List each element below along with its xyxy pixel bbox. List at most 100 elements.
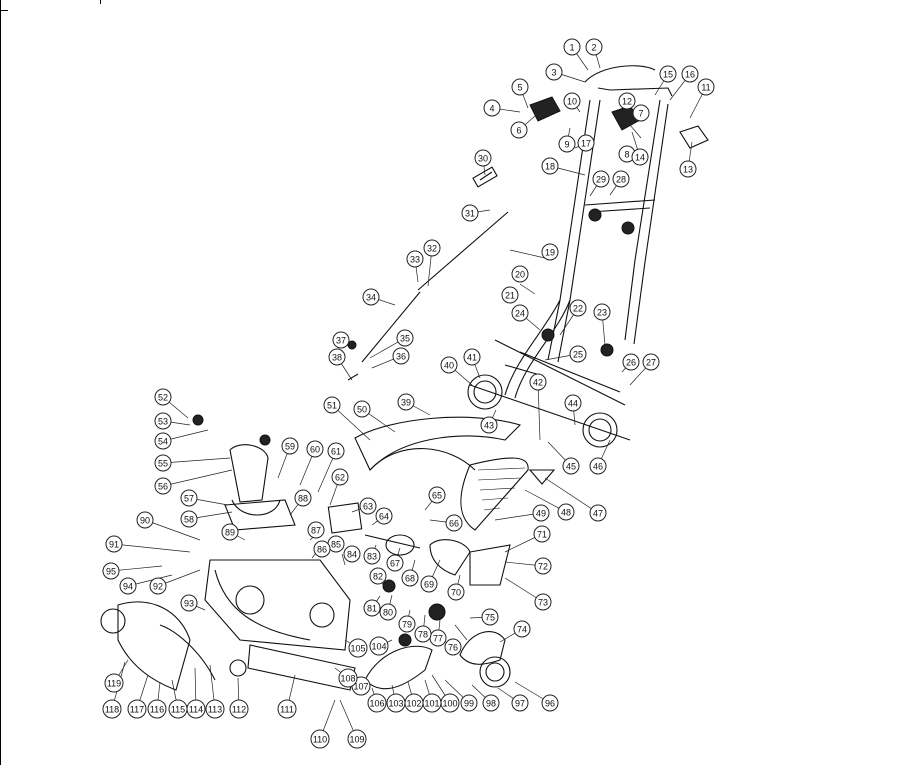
- callout-number: 98: [486, 699, 496, 709]
- callout-number: 89: [225, 528, 235, 538]
- callout-number: 25: [573, 350, 583, 360]
- callout-86: 86: [313, 540, 331, 558]
- callout-number: 93: [184, 599, 194, 609]
- callout-number: 97: [515, 699, 525, 709]
- callout-number: 66: [449, 519, 459, 529]
- callout-circle: [558, 135, 576, 153]
- callout-number: 67: [390, 559, 400, 569]
- callout-circle: [681, 65, 699, 83]
- callout-number: 111: [280, 705, 294, 715]
- callout-109: 109: [347, 729, 367, 749]
- callout-number: 8: [624, 150, 629, 160]
- callout-104: 104: [369, 636, 389, 656]
- callout-number: 84: [347, 550, 357, 560]
- callout-number: 78: [418, 630, 428, 640]
- callout-32: 32: [423, 239, 441, 257]
- main-housing: [354, 416, 556, 531]
- control-rods: [347, 166, 509, 381]
- callout-circle: [379, 603, 397, 621]
- callout-105: 105: [348, 638, 368, 658]
- callout-number: 83: [367, 552, 377, 562]
- callout-circle: [642, 353, 660, 371]
- callout-number: 64: [379, 512, 389, 522]
- callout-number: 11: [701, 83, 710, 93]
- callout-circle: [659, 65, 677, 83]
- callout-circle: [632, 104, 650, 122]
- callout-87: 87: [307, 521, 325, 539]
- callout-number: 75: [485, 613, 495, 623]
- callout-number: 33: [410, 255, 420, 265]
- callout-91: 91: [105, 535, 123, 553]
- callout-50: 50: [353, 400, 371, 418]
- callout-circle: [532, 504, 550, 522]
- callout-72: 72: [534, 557, 552, 575]
- callout-59: 59: [281, 437, 299, 455]
- callout-112: 112: [229, 699, 249, 719]
- callout-number: 105: [350, 644, 365, 654]
- callout-circle: [562, 457, 580, 475]
- callout-circle: [392, 347, 410, 365]
- callout-45: 45: [562, 457, 580, 475]
- callout-42: 42: [529, 373, 547, 391]
- callout-circle: [294, 489, 312, 507]
- callout-circle: [323, 396, 341, 414]
- callout-64: 64: [375, 507, 393, 525]
- callout-number: 37: [336, 336, 346, 346]
- callout-circle: [398, 615, 416, 633]
- callout-44: 44: [564, 394, 582, 412]
- callout-1: 1: [563, 38, 581, 56]
- callout-circle: [180, 489, 198, 507]
- callout-circle: [332, 331, 350, 349]
- motor-gearbox: [327, 502, 511, 647]
- callout-number: 26: [626, 358, 636, 368]
- frame-left-edge: [0, 0, 1, 765]
- callout-circle: [513, 620, 531, 638]
- callout-number: 42: [533, 378, 543, 388]
- callout-number: 71: [537, 530, 547, 540]
- callout-number: 32: [427, 244, 437, 254]
- callout-circle: [563, 38, 581, 56]
- callout-circle: [463, 348, 481, 366]
- callout-number: 77: [433, 634, 443, 644]
- callout-circle: [229, 699, 249, 719]
- callout-110: 110: [310, 729, 330, 749]
- callout-circle: [697, 78, 715, 96]
- callout-number: 43: [484, 421, 494, 431]
- callout-circle: [327, 442, 345, 460]
- callout-circle: [119, 577, 137, 595]
- callout-number: 48: [561, 508, 571, 518]
- callout-circle: [328, 348, 346, 366]
- callout-circle: [585, 38, 603, 56]
- callout-number: 101: [424, 699, 439, 709]
- callout-circle: [445, 514, 463, 532]
- callout-number: 46: [593, 462, 603, 472]
- callout-number: 52: [158, 393, 168, 403]
- callout-number: 96: [545, 699, 555, 709]
- callout-number: 112: [232, 705, 246, 715]
- callout-number: 79: [402, 620, 412, 630]
- callout-18: 18: [541, 157, 559, 175]
- callout-number: 13: [683, 165, 693, 175]
- callout-circle: [447, 583, 465, 601]
- callout-23: 23: [593, 303, 611, 321]
- callout-number: 7: [638, 109, 643, 119]
- callout-circle: [369, 567, 387, 585]
- callout-circle: [480, 416, 498, 434]
- callout-circle: [221, 523, 239, 541]
- callout-circle: [353, 400, 371, 418]
- callout-number: 5: [517, 83, 522, 93]
- callout-number: 87: [311, 526, 321, 536]
- callout-number: 70: [451, 588, 461, 598]
- callout-9: 9: [558, 135, 576, 153]
- callout-circle: [511, 78, 529, 96]
- callout-99: 99: [460, 694, 478, 712]
- callout-21: 21: [501, 286, 519, 304]
- callout-number: 9: [564, 140, 569, 150]
- callout-number: 63: [363, 502, 373, 512]
- callout-circle: [529, 373, 547, 391]
- callout-30: 30: [474, 149, 492, 167]
- callout-70: 70: [447, 583, 465, 601]
- callout-100: 100: [440, 693, 460, 713]
- callout-5: 5: [511, 78, 529, 96]
